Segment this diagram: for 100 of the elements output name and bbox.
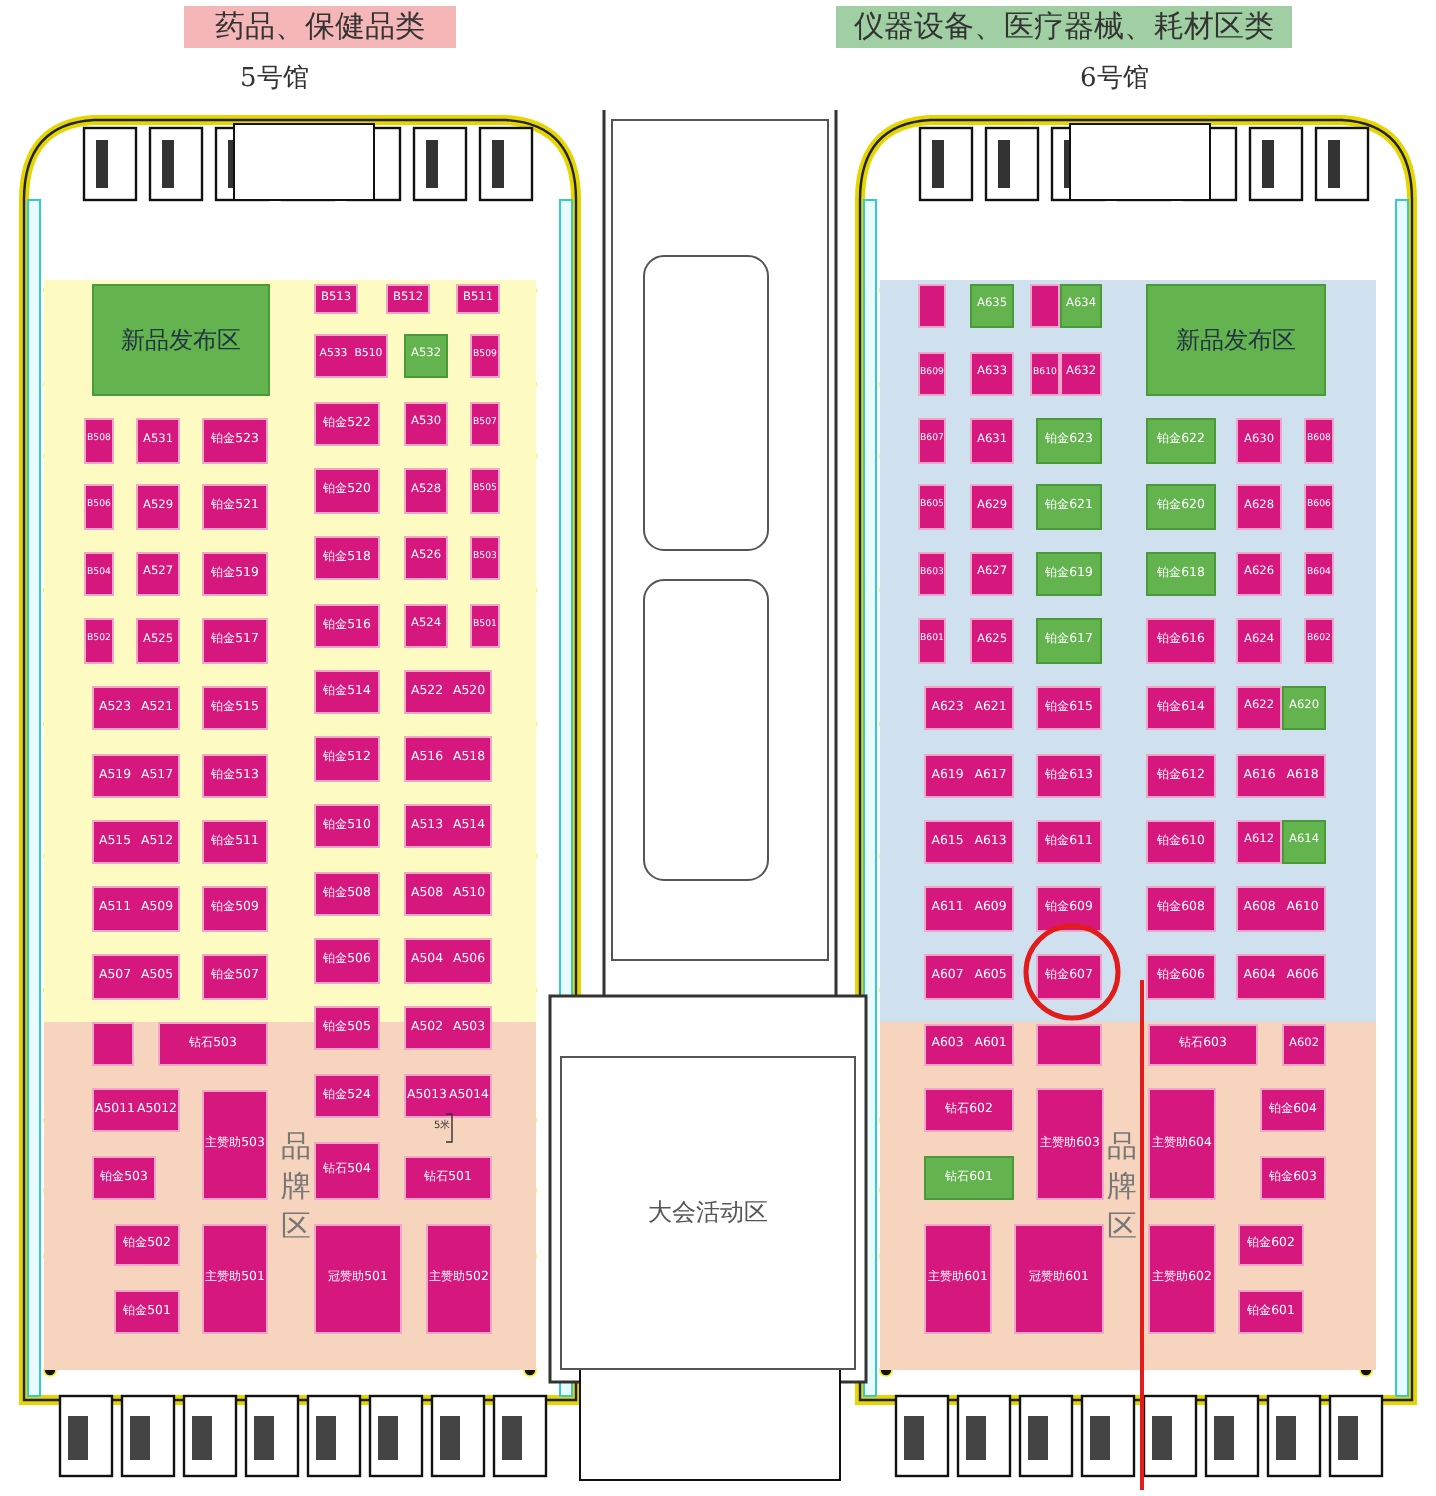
booth-box: [404, 334, 448, 378]
zone-label: 品牌区: [1106, 1126, 1138, 1246]
booth-box: [1060, 284, 1102, 328]
booth-box: [1148, 1024, 1258, 1066]
booth-box: [1260, 1088, 1326, 1132]
booth-box: [1036, 954, 1102, 1000]
booth-box: [202, 686, 268, 730]
booth-box: [1146, 886, 1216, 932]
hall-label: 5号馆: [240, 62, 309, 96]
booth-box: [386, 284, 430, 314]
booth-box: [314, 1074, 380, 1118]
launch-area: [1146, 284, 1326, 396]
booth-box: [314, 938, 380, 984]
booth-box: [918, 552, 946, 596]
booth-box: [1036, 484, 1102, 530]
booth-box: [1030, 352, 1060, 396]
booth-box: [1014, 1224, 1104, 1334]
booth-box: [1282, 686, 1326, 730]
booth-box: [1236, 886, 1326, 932]
booth-box: [314, 284, 358, 314]
booth-box: [970, 484, 1014, 530]
category-banner: 药品、保健品类: [184, 6, 456, 48]
booth-box: [918, 352, 946, 396]
booth-box: [924, 820, 1014, 864]
exhibition-zone: [880, 1022, 1376, 1370]
booth-box: [1148, 1088, 1216, 1200]
booth-box: [1146, 954, 1216, 1000]
booth-box: [1236, 618, 1282, 664]
booth-box: [924, 954, 1014, 1000]
zone-label: 品牌区: [280, 1126, 312, 1246]
booth-box: [1060, 352, 1102, 396]
booth-box: [1146, 418, 1216, 464]
exhibition-zone: [44, 1022, 536, 1370]
booth-box: [92, 1156, 156, 1200]
booth-box: [1036, 418, 1102, 464]
booth-box: [92, 886, 180, 932]
booth-box: [84, 552, 114, 596]
booth-box: [1036, 754, 1102, 798]
booth-box: [404, 1074, 492, 1118]
category-banner: 仪器设备、医疗器械、耗材区类: [836, 6, 1292, 48]
booth-box: [1236, 418, 1282, 464]
launch-area: [92, 284, 270, 396]
activity-area: 大会活动区: [560, 1056, 856, 1370]
booth-box: [1036, 686, 1102, 730]
booth-box: [924, 1224, 992, 1334]
booth-box: [1146, 484, 1216, 530]
booth-box: [1036, 820, 1102, 864]
booth-box: [136, 618, 180, 664]
booth-box: [924, 1156, 1014, 1200]
booth-box: [202, 618, 268, 664]
booth-box: [1148, 1224, 1216, 1334]
booth-box: [1238, 1290, 1304, 1334]
booth-box: [202, 820, 268, 864]
hall-label: 6号馆: [1080, 62, 1149, 96]
booth-box: [92, 1022, 134, 1066]
booth-box: [1146, 754, 1216, 798]
booth-box: [918, 418, 946, 464]
booth-box: [924, 1024, 1014, 1066]
booth-box: [314, 402, 380, 446]
booth-box: [136, 552, 180, 596]
booth-box: [404, 604, 448, 648]
booth-box: [924, 886, 1014, 932]
booth-box: [1146, 552, 1216, 596]
booth-box: [470, 468, 500, 514]
booth-box: [202, 886, 268, 932]
booth-box: [470, 334, 500, 378]
booth-box: [918, 484, 946, 530]
booth-box: [470, 604, 500, 648]
booth-box: [918, 284, 946, 328]
booth-box: [84, 484, 114, 530]
booth-box: [202, 1224, 268, 1334]
booth-box: [1146, 820, 1216, 864]
booth-box: [1236, 754, 1326, 798]
booth-box: [1036, 886, 1102, 932]
booth-box: [1146, 618, 1216, 664]
booth-box: [404, 736, 492, 782]
booth-box: [1030, 284, 1060, 328]
booth-box: [314, 468, 380, 514]
booth-box: [404, 804, 492, 848]
booth-box: [202, 954, 268, 1000]
booth-box: [404, 670, 492, 714]
booth-box: [1236, 820, 1282, 864]
booth-box: [1146, 686, 1216, 730]
booth-box: [92, 686, 180, 730]
booth-box: [404, 938, 492, 984]
booth-box: [84, 618, 114, 664]
booth-box: [314, 1224, 402, 1334]
booth-box: [1036, 552, 1102, 596]
booth-box: [92, 754, 180, 798]
booth-box: [970, 418, 1014, 464]
booth-box: [1036, 1024, 1102, 1066]
booth-box: [404, 1156, 492, 1200]
booth-box: [92, 954, 180, 1000]
booth-box: [202, 418, 268, 464]
booth-box: [314, 334, 388, 378]
booth-box: [314, 736, 380, 782]
booth-box: [314, 872, 380, 916]
booth-box: [1304, 484, 1334, 530]
booth-box: [202, 552, 268, 596]
booth-box: [1282, 820, 1326, 864]
